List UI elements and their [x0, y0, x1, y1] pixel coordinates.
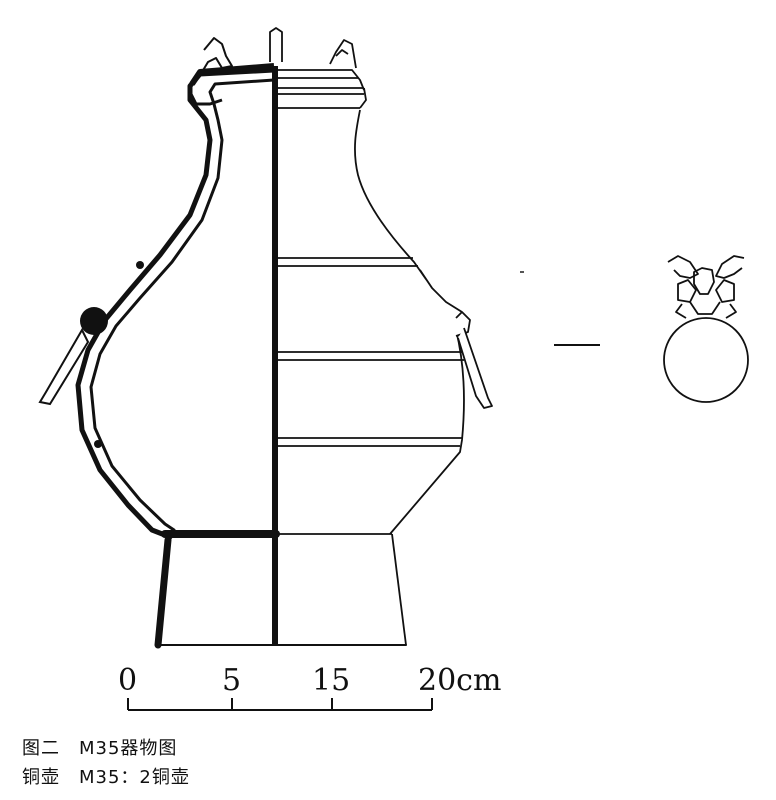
- scale-tick-15: 15: [312, 663, 350, 698]
- scale-tick-20cm: 20cm: [418, 663, 501, 698]
- scale-tick-5: 5: [222, 663, 241, 698]
- figure-caption-title: 图二 M35器物图: [22, 738, 178, 759]
- handle-detail: [663, 255, 749, 403]
- ring-handle-left: [38, 307, 108, 406]
- ring-handle-right: [419, 269, 493, 409]
- figure-caption-subtitle: 铜壶 M35：2铜壶: [22, 767, 190, 788]
- vessel-elevation: [276, 69, 465, 646]
- lid-knobs-elevation: [269, 27, 357, 69]
- vessel-section-profile: [75, 67, 407, 649]
- scale-bar: [127, 698, 433, 711]
- lid-section: [188, 37, 275, 106]
- scale-tick-0: 0: [118, 663, 137, 698]
- lug-marks-left: [94, 261, 144, 448]
